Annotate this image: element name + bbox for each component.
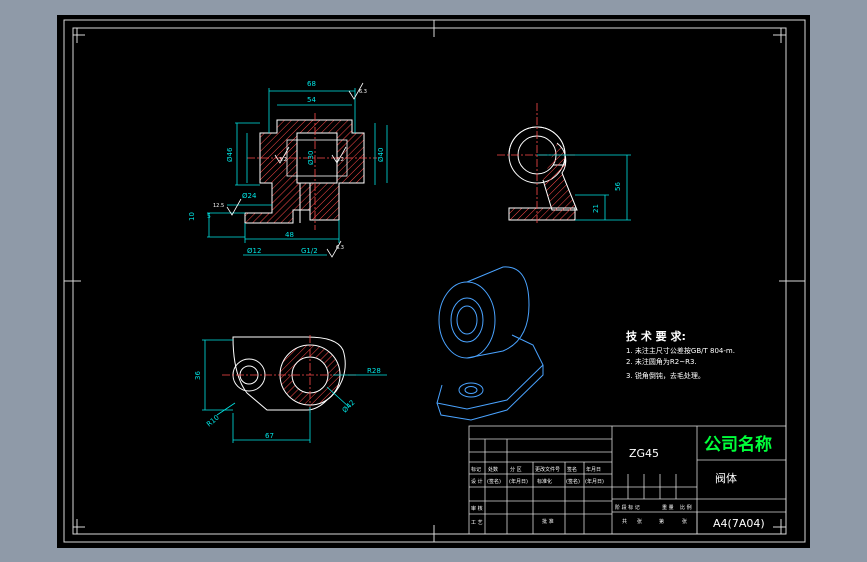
dim-radius-28: R28 (367, 367, 381, 375)
dim-radius-10: R10 (205, 414, 221, 429)
dim-top-depth: 36 (194, 371, 202, 380)
row-label-mark: 标记 (471, 466, 481, 473)
design-label: 设 计 (471, 478, 483, 485)
sheet-num-unit: 张 (682, 518, 687, 525)
dim-depth-5: 5 (207, 213, 211, 220)
standard-label: 标准化 (537, 478, 552, 485)
weight-label: 重 量 (662, 504, 674, 511)
row-label-date: 年月日 (586, 466, 601, 473)
corner-marks (73, 28, 786, 534)
drawing-sheet: 68 54 48 Ø12 G1/2 Ø24 10 5 Ø46 Ø40 Ø30 6… (57, 15, 810, 548)
scale-label: 比 例 (680, 504, 692, 511)
outer-border (63, 19, 806, 543)
sheet-total-label: 共 (622, 518, 627, 525)
tech-req-item-3: 3. 锐角倒钝，去毛处理。 (626, 371, 705, 380)
inner-border (72, 27, 787, 535)
tech-req-item-2: 2. 未注圆角为R2~R3. (626, 357, 697, 366)
row-label-sign: 签名 (567, 466, 577, 473)
part-name: 阀体 (715, 471, 737, 485)
sheet-num-label: 第 (659, 518, 664, 525)
process-label: 工 艺 (471, 520, 483, 526)
tech-req-item-1: 1. 未注主尺寸公差按GB/T 804-m. (626, 346, 735, 355)
dim-small-bore: Ø12 (247, 247, 261, 255)
review-label: 审 核 (471, 505, 483, 512)
sheet-total-unit: 张 (637, 518, 642, 525)
roughness-base: 12.5 (213, 203, 224, 209)
roughness-top: 6.3 (359, 89, 367, 95)
dim-hole-spacing: 67 (265, 432, 274, 440)
title-block-text: ZG45 公司名称 阀体 A4(7A04) 标记 处数 分 区 更改文件号 签名… (471, 434, 772, 530)
roughness-bottom: 6.3 (336, 245, 344, 251)
tech-req-title: 技 术 要 求: (626, 329, 686, 343)
dim-counterbore: Ø24 (242, 192, 257, 200)
sheet-format: A4(7A04) (713, 517, 765, 530)
side-view: 56 21 (497, 103, 631, 225)
row-label-zone: 分 区 (510, 466, 522, 473)
company-name: 公司名称 (704, 434, 772, 455)
drawing-canvas: 68 54 48 Ø12 G1/2 Ø24 10 5 Ø46 Ø40 Ø30 6… (63, 19, 806, 543)
standard-sign: (签名) (566, 478, 580, 485)
stage-label: 阶 段 标 记 (615, 504, 640, 511)
technical-requirements: 技 术 要 求: 1. 未注主尺寸公差按GB/T 804-m. 2. 未注圆角为… (626, 329, 735, 380)
standard-date: (年月日) (585, 478, 604, 485)
dim-base-width: 48 (285, 231, 294, 239)
dim-base-height: 21 (592, 204, 600, 213)
dim-overall-width: 68 (307, 80, 316, 88)
title-block (468, 425, 787, 535)
dim-dia-42: Ø42 (341, 399, 357, 415)
isometric-view (436, 266, 544, 421)
top-view: 36 67 R28 Ø42 R10 (194, 335, 387, 443)
front-section-view: 68 54 48 Ø12 G1/2 Ø24 10 5 Ø46 Ø40 Ø30 6… (188, 80, 388, 258)
roughness-left: 3.2 (279, 157, 287, 163)
material-label: ZG45 (629, 447, 659, 460)
approve-label: 批 准 (542, 518, 554, 525)
design-sign: (签名) (487, 478, 501, 485)
dim-outer-dia-right: Ø40 (377, 148, 385, 162)
row-label-doc: 更改文件号 (535, 466, 560, 473)
roughness-right: 3.2 (336, 157, 344, 163)
row-label-count: 处数 (488, 466, 498, 473)
dim-center-height: 56 (614, 182, 622, 191)
dim-bore-dia: Ø30 (307, 151, 315, 165)
dim-outer-dia: Ø46 (226, 147, 234, 162)
dim-body-width: 54 (307, 96, 316, 104)
dim-thread: G1/2 (301, 247, 318, 255)
dim-height-10: 10 (188, 212, 196, 221)
design-date: (年月日) (509, 478, 528, 485)
